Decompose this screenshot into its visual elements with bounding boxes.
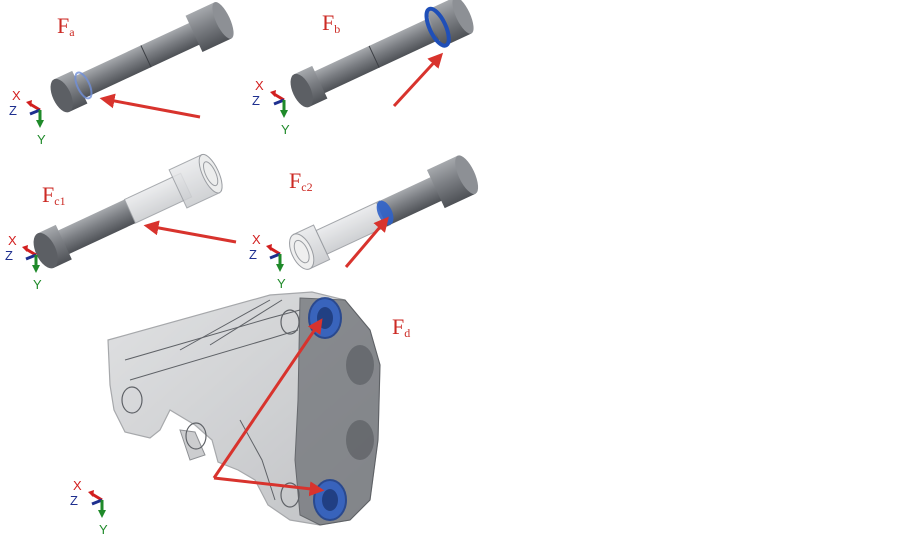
axis-z-label-a: Z — [9, 103, 17, 118]
axis-x-label-b: X — [255, 78, 264, 93]
label-fc1: Fc1 — [42, 182, 66, 208]
label-fb: Fb — [322, 10, 341, 36]
axis-triad-d — [88, 490, 106, 518]
axis-x-label-d: X — [73, 478, 82, 493]
axis-z-label-b: Z — [252, 93, 260, 108]
axis-x-label-c1: X — [8, 233, 17, 248]
axis-z-label-d: Z — [70, 493, 78, 508]
axis-triad-c1 — [22, 245, 40, 273]
label-fa: Fa — [57, 13, 75, 39]
label-fc2: Fc2 — [289, 168, 313, 194]
axis-z-label-c1: Z — [5, 248, 13, 263]
axis-y-label-b: Y — [281, 122, 290, 137]
label-fd: Fd — [392, 314, 411, 340]
axis-z-label-c2: Z — [249, 247, 257, 262]
axis-x-label-c2: X — [252, 232, 261, 247]
arrow-d-top — [212, 318, 323, 479]
axis-y-label-a: Y — [37, 132, 46, 147]
axis-x-label-a: X — [12, 88, 21, 103]
arrow-c1 — [143, 220, 237, 244]
arrow-b — [392, 52, 444, 108]
axis-triad-b — [270, 90, 288, 118]
axis-y-label-c1: Y — [33, 277, 42, 292]
arrow-c2 — [344, 216, 389, 268]
bolt-b — [290, 0, 474, 108]
axis-y-label-c2: Y — [277, 276, 286, 291]
axis-triad-a — [26, 100, 44, 128]
bolt-c1 — [33, 153, 223, 269]
arrow-d-bottom — [213, 476, 325, 497]
axis-triad-c2 — [266, 244, 284, 272]
bolt-b-highlight — [424, 6, 451, 48]
axis-y-label-d: Y — [99, 522, 108, 537]
arrow-a — [99, 93, 201, 119]
bolt-a-highlight — [74, 71, 93, 100]
bracket-d — [107, 291, 381, 526]
bolt-a — [50, 2, 234, 113]
bolt-c2 — [289, 155, 479, 270]
